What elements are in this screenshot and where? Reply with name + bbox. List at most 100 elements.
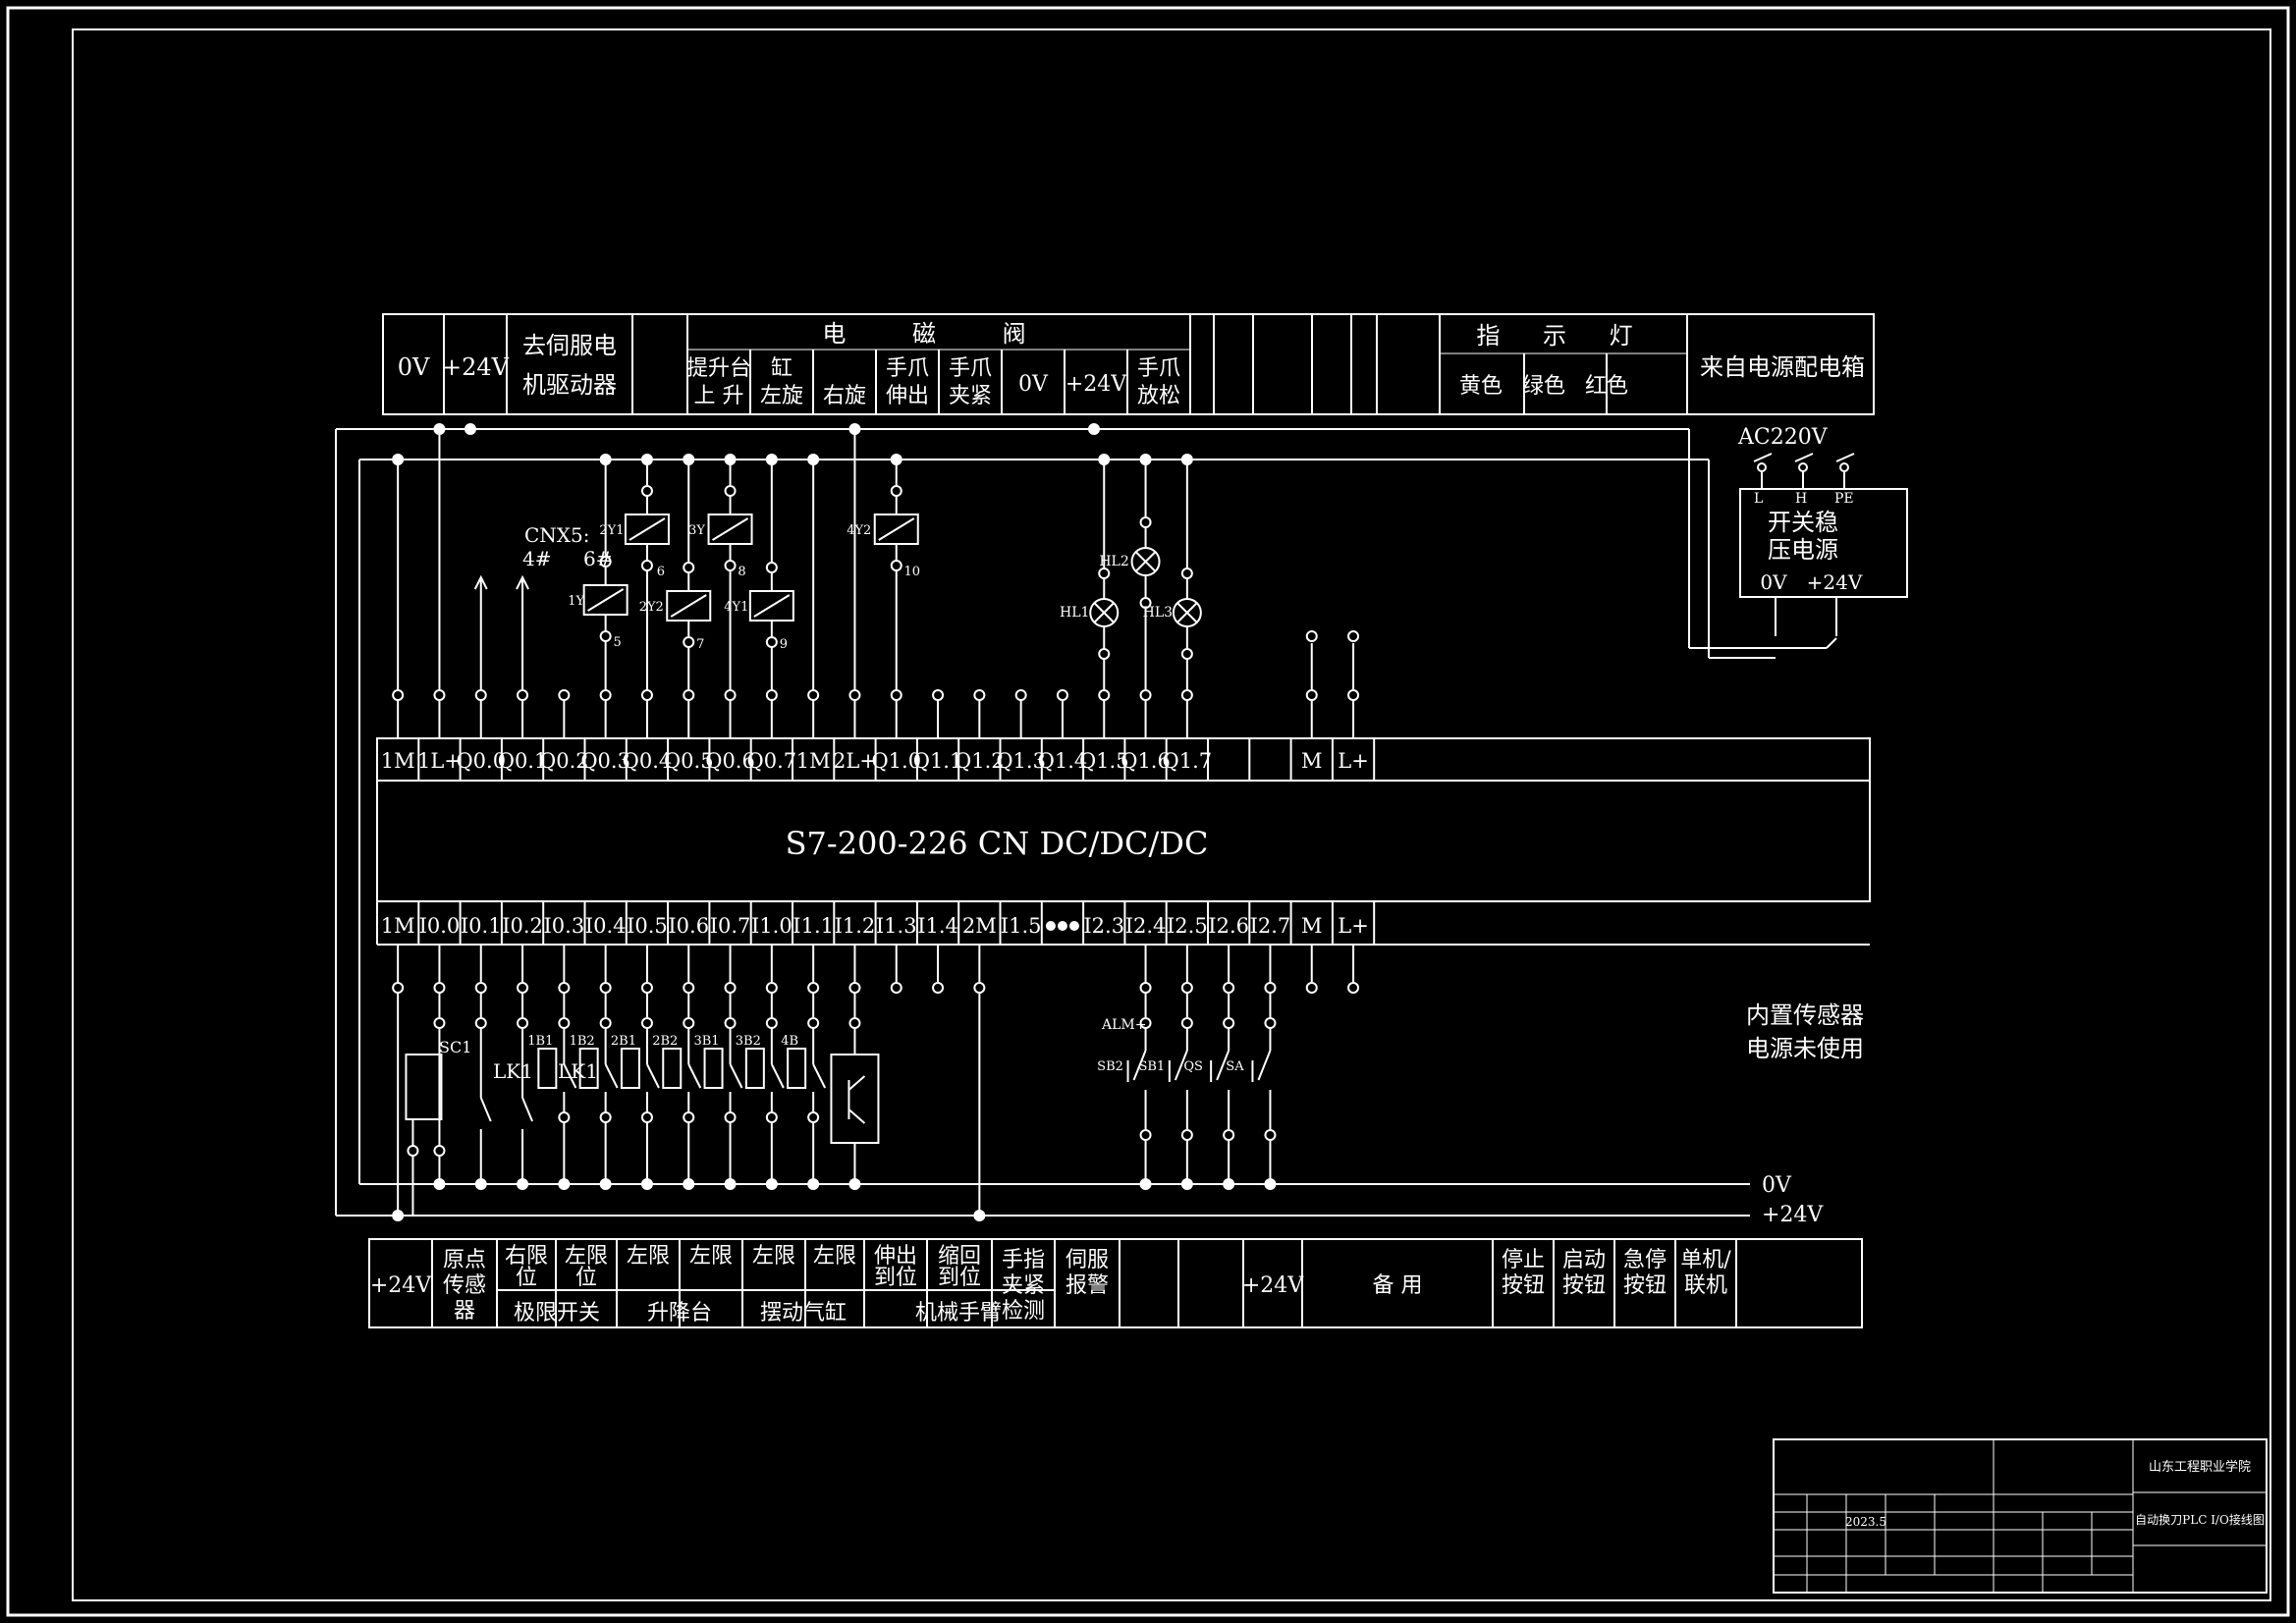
terminal — [1180, 689, 1193, 701]
output-terminal-label: Q0.3 — [580, 749, 630, 773]
input-terminal-label: L+ — [1338, 914, 1369, 938]
junction — [474, 1178, 487, 1190]
alm-label: ALM+ — [1101, 1017, 1146, 1033]
sensor-contact — [812, 1063, 827, 1089]
button-contact — [1174, 1050, 1188, 1081]
psu-name-1: 开关稳 — [1768, 509, 1838, 536]
terminal — [558, 982, 571, 994]
terminal — [807, 689, 820, 701]
valve-cell-label: 手爪 — [1137, 356, 1180, 381]
internal-sensor-1: 内置传感器 — [1746, 1001, 1864, 1029]
terminal — [1223, 1129, 1235, 1141]
terminal — [724, 689, 737, 701]
terminal — [683, 1017, 695, 1029]
terminal — [640, 1111, 653, 1123]
input-terminal-label: I0.5 — [627, 914, 668, 938]
junction — [890, 454, 902, 465]
ac220-label: AC220V — [1737, 425, 1829, 450]
terminal — [1180, 568, 1193, 579]
psu-pin-h: H — [1795, 491, 1807, 507]
output-terminal-label: Q1.7 — [1163, 749, 1213, 773]
group-label: 升降台 — [647, 1301, 712, 1325]
terminal — [1014, 689, 1027, 701]
junction — [433, 423, 446, 435]
junction — [807, 454, 820, 465]
lamp-cross — [1093, 602, 1115, 623]
inner-border — [72, 28, 2271, 1601]
valve-cell-label: 放松 — [1137, 384, 1180, 408]
lamp-cell-label: 绿色 — [1522, 374, 1565, 399]
lamp-label: HL2 — [1099, 554, 1128, 569]
terminal — [558, 689, 571, 701]
sensor-contact — [729, 1063, 743, 1089]
limit-contact — [521, 1097, 533, 1122]
terminal — [1347, 689, 1360, 701]
terminal — [765, 982, 778, 994]
proximity-sensor — [578, 1048, 599, 1089]
ellipsis-dot — [1068, 921, 1079, 931]
junction — [599, 1178, 612, 1190]
bottom-cell-label: 传感 — [443, 1273, 486, 1298]
valve-cell-label: 左旋 — [760, 384, 803, 408]
input-terminal-label: I0.4 — [585, 914, 627, 938]
coil-terminal-label: 6 — [657, 565, 665, 579]
bottom-cell-label: 左限 — [565, 1244, 608, 1269]
valve-cell-label: 伸出 — [886, 384, 929, 408]
junction — [1088, 423, 1100, 435]
bus-24v-label: +24V — [1762, 1203, 1824, 1227]
cnx5-label: CNX5: — [524, 523, 590, 547]
valve-cell-label: 缸 — [771, 356, 793, 381]
bottom-cell-label: 原点 — [443, 1248, 486, 1272]
junction — [1098, 454, 1111, 465]
switch-blade — [1794, 453, 1814, 462]
proximity-sensor — [744, 1048, 765, 1089]
sensor-contact — [770, 1063, 785, 1089]
button-contact — [1216, 1050, 1230, 1081]
junction — [1139, 1178, 1152, 1190]
terminal — [599, 1017, 612, 1029]
junction — [1139, 454, 1152, 465]
terminal — [1098, 689, 1111, 701]
terminal — [765, 636, 778, 648]
arrow-head — [516, 574, 529, 590]
terminal — [890, 982, 902, 994]
output-terminal-label: Q0.6 — [705, 749, 755, 773]
wire — [847, 1075, 866, 1091]
terminal — [558, 1111, 571, 1123]
terminal — [1223, 1017, 1235, 1029]
limit-contact — [479, 1097, 492, 1122]
lk1-label-a: LK1 — [493, 1059, 533, 1083]
wiring — [335, 423, 1855, 1221]
prox-label: 2B1 — [611, 1034, 636, 1049]
terminal — [1139, 689, 1152, 701]
terminal — [1098, 648, 1111, 660]
terminal — [599, 982, 612, 994]
input-terminal-label: I0.3 — [543, 914, 584, 938]
junction — [973, 1210, 986, 1221]
input-terminal-label: I2.4 — [1125, 914, 1167, 938]
output-terminal-label: Q0.0 — [456, 749, 506, 773]
bottom-cell-label: 左限 — [752, 1244, 795, 1269]
proximity-sensor — [703, 1048, 724, 1089]
lamp-group-label: 指 示 灯 — [1476, 322, 1650, 350]
junction — [640, 1178, 653, 1190]
lk1-label-b: LK1 — [558, 1059, 598, 1083]
button-label: SB1 — [1138, 1059, 1165, 1074]
terminal — [558, 1017, 571, 1029]
terminal — [1139, 516, 1152, 528]
proximity-sensor — [620, 1048, 640, 1089]
terminal — [433, 1145, 446, 1157]
psu-out-24v: +24V — [1807, 570, 1863, 594]
servo-label-2: 机驱动器 — [522, 371, 617, 399]
terminal — [1056, 689, 1068, 701]
terminal — [640, 485, 653, 497]
terminal — [807, 982, 820, 994]
input-terminal-label: I1.0 — [751, 914, 793, 938]
outer-border — [6, 6, 2290, 1617]
input-terminal-label: I1.1 — [793, 914, 834, 938]
output-terminal-label: Q1.4 — [1038, 749, 1088, 773]
servo-label-1: 去伺服电 — [522, 332, 617, 359]
